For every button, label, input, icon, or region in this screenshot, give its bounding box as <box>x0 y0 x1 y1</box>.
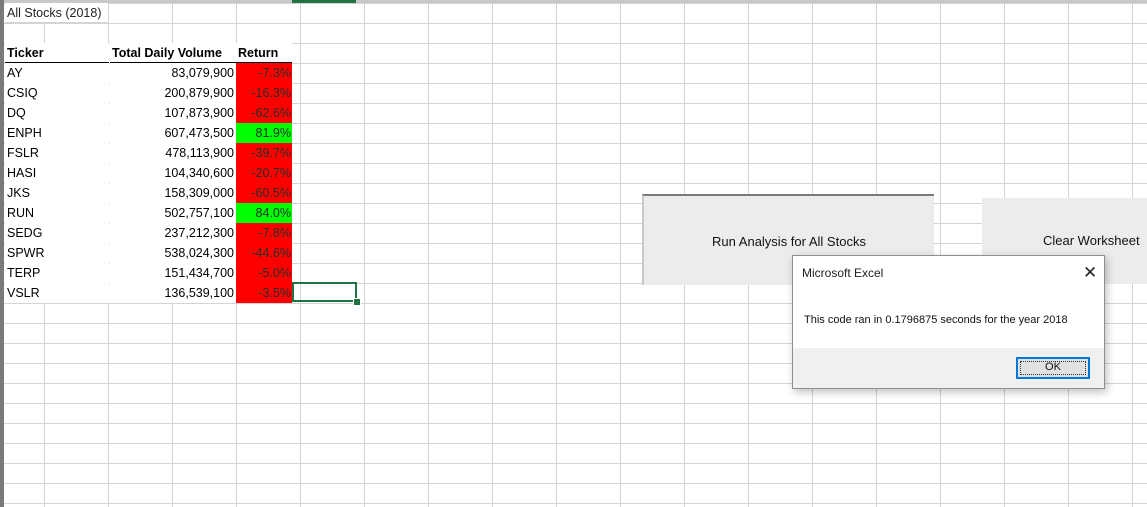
column-header-strip <box>0 0 1147 3</box>
message-dialog: Microsoft Excel ✕ This code ran in 0.179… <box>792 255 1105 389</box>
ticker-cell[interactable]: DQ <box>5 103 109 123</box>
return-cell[interactable]: -62.6% <box>236 103 292 123</box>
volume-cell[interactable]: 151,434,700 <box>110 263 236 283</box>
ok-focus-ring <box>1020 361 1086 375</box>
ticker-cell[interactable]: VSLR <box>5 283 109 303</box>
dialog-titlebar[interactable]: Microsoft Excel ✕ <box>793 256 1104 290</box>
ok-button-label: OK <box>1045 361 1061 373</box>
header-return[interactable]: Return <box>236 43 292 63</box>
return-cell[interactable]: -39.7% <box>236 143 292 163</box>
header-ticker[interactable]: Ticker <box>5 43 109 63</box>
return-cell[interactable]: -7.3% <box>236 63 292 83</box>
dialog-message: This code ran in 0.1796875 seconds for t… <box>804 314 1068 326</box>
close-icon[interactable]: ✕ <box>1083 263 1098 282</box>
ticker-cell[interactable]: HASI <box>5 163 109 183</box>
ticker-cell[interactable]: TERP <box>5 263 109 283</box>
volume-cell[interactable]: 200,879,900 <box>110 83 236 103</box>
volume-cell[interactable]: 237,212,300 <box>110 223 236 243</box>
return-cell[interactable]: 84.0% <box>236 203 292 223</box>
ticker-cell[interactable]: FSLR <box>5 143 109 163</box>
return-cell[interactable]: -7.8% <box>236 223 292 243</box>
return-cell[interactable]: -60.5% <box>236 183 292 203</box>
return-cell[interactable]: 81.9% <box>236 123 292 143</box>
return-cell[interactable]: -3.5% <box>236 283 292 303</box>
header-total-daily-volume[interactable]: Total Daily Volume <box>110 43 236 63</box>
ticker-cell[interactable]: SEDG <box>5 223 109 243</box>
active-column-indicator <box>292 0 356 3</box>
return-cell[interactable]: -20.7% <box>236 163 292 183</box>
volume-cell[interactable]: 538,024,300 <box>110 243 236 263</box>
ticker-cell[interactable]: SPWR <box>5 243 109 263</box>
volume-cell[interactable]: 136,539,100 <box>110 283 236 303</box>
return-cell[interactable]: -16.3% <box>236 83 292 103</box>
selected-cell[interactable] <box>292 282 357 302</box>
ticker-cell[interactable]: AY <box>5 63 109 83</box>
return-cell[interactable]: -44.6% <box>236 243 292 263</box>
volume-cell[interactable]: 104,340,600 <box>110 163 236 183</box>
ticker-cell[interactable]: CSIQ <box>5 83 109 103</box>
volume-cell[interactable]: 502,757,100 <box>110 203 236 223</box>
dialog-title: Microsoft Excel <box>802 266 884 280</box>
ok-button[interactable]: OK <box>1016 357 1090 379</box>
dialog-body: This code ran in 0.1796875 seconds for t… <box>793 290 1104 348</box>
volume-cell[interactable]: 107,873,900 <box>110 103 236 123</box>
ticker-cell[interactable]: RUN <box>5 203 109 223</box>
volume-cell[interactable]: 607,473,500 <box>110 123 236 143</box>
ticker-cell[interactable]: ENPH <box>5 123 109 143</box>
volume-cell[interactable]: 158,309,000 <box>110 183 236 203</box>
sheet-title-cell[interactable]: All Stocks (2018) <box>5 3 109 23</box>
volume-cell[interactable]: 478,113,900 <box>110 143 236 163</box>
ticker-cell[interactable]: JKS <box>5 183 109 203</box>
fill-handle[interactable] <box>353 298 361 306</box>
volume-cell[interactable]: 83,079,900 <box>110 63 236 83</box>
return-cell[interactable]: -5.0% <box>236 263 292 283</box>
row-header-strip <box>0 0 4 507</box>
